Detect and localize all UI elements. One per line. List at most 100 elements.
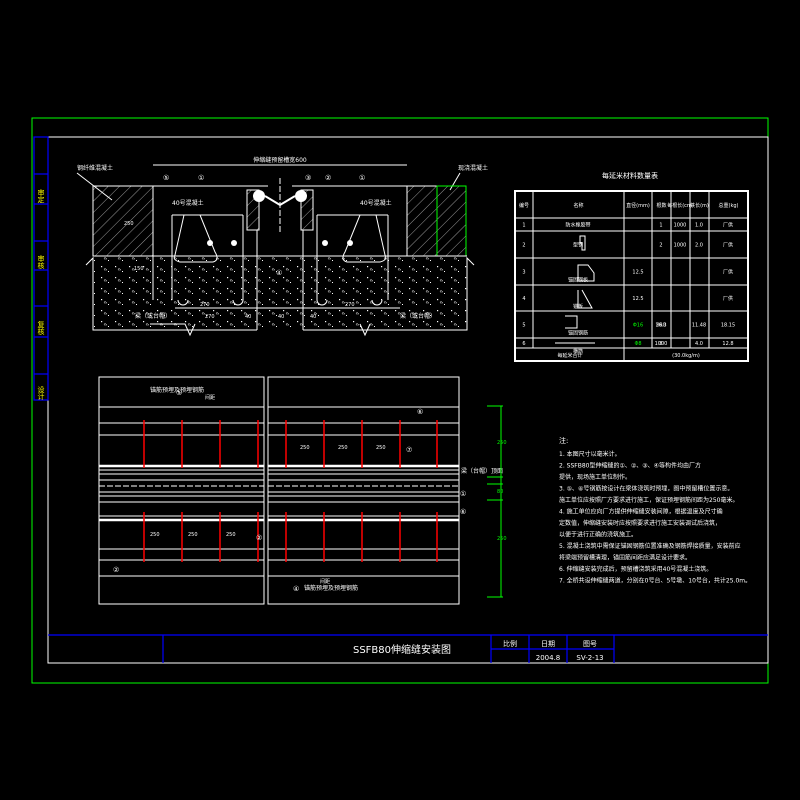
date-label: 日期 bbox=[541, 640, 555, 648]
table-cell: 共长(m) bbox=[690, 202, 709, 209]
table-cell: 锚固钢筋 bbox=[568, 330, 588, 337]
note-line: 7. 全桥共设伸缩缝两道，分别在0号台、5号墩、10号台，共计25.0m。 bbox=[559, 577, 751, 585]
table-cell: 厂供 bbox=[723, 222, 733, 229]
table-cell: 5 bbox=[522, 323, 525, 329]
plan-side-label: 梁（台帽）顶面 bbox=[461, 467, 503, 475]
dim-label: 40 bbox=[245, 314, 251, 320]
callout: ① bbox=[198, 174, 204, 182]
note-line: 将梁端预留槽清理，锚固筋间距应满足设计要求。 bbox=[559, 554, 691, 562]
table-cell: 2 bbox=[659, 243, 662, 249]
drawing-title: SSFB80伸缩缝安装图 bbox=[353, 643, 451, 656]
callout: ① bbox=[359, 174, 365, 182]
note-line: 提供，现场施工单位制作。 bbox=[559, 473, 631, 481]
title-block: SSFB80伸缩缝安装图 比例 日期 图号 2004.8 SV-2-13 bbox=[48, 634, 768, 663]
table-cell: 4 bbox=[522, 296, 525, 302]
table-cell: 名称 bbox=[573, 202, 583, 209]
note-line: 定数值，伸缩缝安装时应按照要求进行施工安装调试后浇筑， bbox=[559, 519, 721, 527]
table-cell: 直径(mm) bbox=[626, 202, 650, 209]
note-line: 3. ⑤、⑥号钢筋按设计在梁体浇筑时预埋，图中预留槽位置示意。 bbox=[559, 485, 733, 493]
number-label: 图号 bbox=[583, 640, 597, 648]
callout: ④ bbox=[293, 585, 299, 593]
table-cell: (30.0kg/m) bbox=[672, 353, 700, 359]
side-label: 复核 bbox=[37, 320, 45, 336]
table-cell: 厂供 bbox=[723, 269, 733, 276]
table-cell: 6 bbox=[522, 341, 525, 347]
date-value: 2004.8 bbox=[536, 654, 561, 662]
table-cell: 12.5 bbox=[632, 296, 643, 302]
table-cell: 编号 bbox=[519, 202, 529, 209]
plan-bottom-sub: 间距 bbox=[320, 578, 330, 585]
note-line: 2. SSFB80型伸缩缝的①、②、③、④等构件均由厂方 bbox=[559, 462, 701, 470]
cross-section: 伸缩缝预留槽宽600 钢纤维混凝土 现浇混凝土 40号混凝土 40号混凝土 梁（… bbox=[76, 156, 488, 337]
right-material-label: 现浇混凝土 bbox=[458, 164, 488, 172]
table-cell: 3 bbox=[522, 270, 525, 276]
notes-heading: 注: bbox=[559, 436, 568, 445]
dim-label: 270 bbox=[200, 302, 210, 308]
dim-label: 270 bbox=[345, 302, 355, 308]
plan-top-label: 锚筋预埋及预埋钢筋 bbox=[150, 386, 204, 394]
table-cell: 18.15 bbox=[721, 323, 735, 329]
table-cell: 1.0 bbox=[695, 223, 703, 229]
table-cell: 根数 bbox=[656, 202, 666, 209]
dim-label: 250 bbox=[124, 221, 134, 227]
dim-label: 40 bbox=[310, 314, 316, 320]
plan-bottom-label: 锚筋预埋及预埋钢筋 bbox=[304, 584, 358, 592]
spacing-label: 250 bbox=[376, 445, 386, 451]
plan-top-sub: 间距 bbox=[205, 394, 215, 401]
right-beam-label: 梁（或台帽） bbox=[400, 312, 436, 320]
dim-label: 250 bbox=[497, 536, 507, 542]
callout: ⑥ bbox=[417, 408, 423, 416]
callout: ⑥ bbox=[460, 508, 466, 516]
callout: ④ bbox=[276, 269, 282, 277]
table-cell: 12.8 bbox=[722, 341, 733, 347]
table-cell: 横筋 bbox=[573, 348, 583, 355]
table-cell: 厂供 bbox=[723, 295, 733, 302]
note-line: 1. 本图尺寸以毫米计。 bbox=[559, 450, 621, 458]
callout: ③ bbox=[305, 174, 311, 182]
callout: ⑤ bbox=[176, 389, 182, 397]
table-cell: 12.5 bbox=[632, 270, 643, 276]
table-cell: 2 bbox=[522, 243, 525, 249]
section-shape bbox=[555, 235, 595, 344]
material-table: 每延米材料数量表 编号名称直径(mm)根数每根长(cm)共长(m)总重(kg)1… bbox=[514, 171, 749, 362]
side-label: 审定 bbox=[37, 188, 45, 204]
table-cell: 1000 bbox=[674, 223, 687, 229]
table-cell: 2.0 bbox=[695, 243, 703, 249]
section-width-label: 伸缩缝预留槽宽600 bbox=[253, 156, 307, 164]
callout: ⑤ bbox=[163, 174, 169, 182]
dim-label: 270 bbox=[205, 314, 215, 320]
dim-label: 40 bbox=[278, 314, 284, 320]
table-cell: 每根长(cm) bbox=[667, 202, 694, 209]
dim-label: 80 bbox=[497, 489, 503, 495]
table-cell: Φ8 bbox=[634, 341, 641, 347]
callout: ① bbox=[460, 490, 466, 498]
table-cell: Φ16 bbox=[633, 323, 643, 329]
callout: ② bbox=[256, 534, 262, 542]
scale-label: 比例 bbox=[503, 639, 517, 648]
table-cell: 16.3 bbox=[655, 323, 666, 329]
callout: ② bbox=[325, 174, 331, 182]
table-cell: 4.0 bbox=[695, 341, 703, 347]
spacing-label: 250 bbox=[300, 445, 310, 451]
side-strip: 审定 审核 复核 设计 bbox=[33, 136, 49, 401]
side-label: 设计 bbox=[37, 385, 45, 401]
callout: ② bbox=[113, 566, 119, 574]
table-cell: 每延米合计 bbox=[557, 352, 582, 359]
spacing-label: 250 bbox=[338, 445, 348, 451]
table-cell: 880 bbox=[656, 323, 666, 329]
callout: ⑦ bbox=[406, 446, 412, 454]
note-line: 施工单位应按照厂方要求进行施工，保证预埋钢筋间距为250毫米。 bbox=[559, 496, 738, 504]
spacing-label: 250 bbox=[226, 532, 236, 538]
table-cell: 8 bbox=[659, 341, 662, 347]
table-title: 每延米材料数量表 bbox=[602, 171, 658, 180]
left-inner-label: 40号混凝土 bbox=[172, 199, 204, 207]
table-cell: 防水橡胶带 bbox=[565, 222, 590, 229]
notes: 注: 1. 本图尺寸以毫米计。 2. SSFB80型伸缩缝的①、②、③、④等构件均… bbox=[559, 436, 751, 585]
table-cell: 11.48 bbox=[692, 323, 706, 329]
table-cell: 型钢 bbox=[573, 242, 583, 249]
table-cell: 1 bbox=[522, 223, 525, 229]
number-value: SV-2-13 bbox=[576, 654, 603, 662]
left-material-label: 钢纤维混凝土 bbox=[77, 164, 113, 172]
dim-label: 150 bbox=[134, 266, 144, 272]
